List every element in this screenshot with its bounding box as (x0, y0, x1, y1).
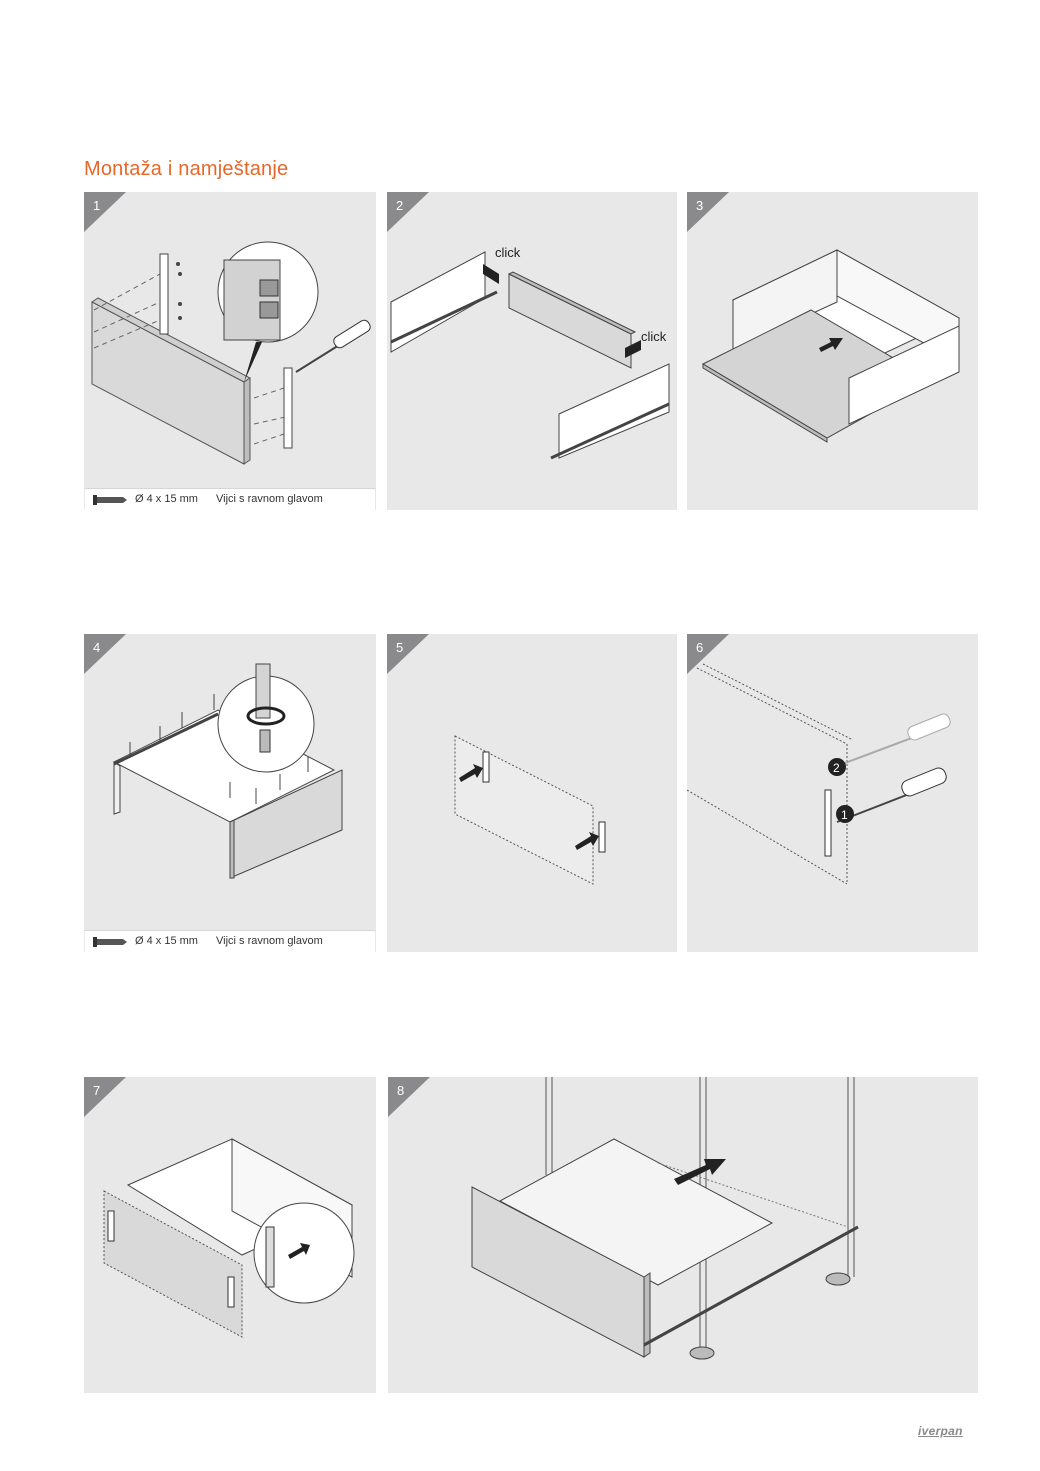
step-number: 1 (93, 198, 101, 213)
step-number-tab (687, 634, 729, 674)
screw-icon (93, 495, 127, 505)
step-4-panel: 4 Ø 4 x 15 mm Vijci s ravnom glavom (84, 634, 376, 952)
step-5-illustration (454, 735, 606, 885)
step-2-panel: click click 2 (387, 192, 677, 510)
screw-spec-row: Ø 4 x 15 mm Vijci s ravnom glavom (84, 930, 376, 952)
step-1-panel: 1 Ø 4 x 15 mm Vijci s ravnom glavom (84, 192, 376, 510)
step-7-illustration (103, 1138, 355, 1338)
step-3-illustration (701, 249, 961, 443)
step-7-panel: 7 (84, 1077, 376, 1393)
step-number: 4 (93, 640, 101, 655)
step-8-illustration (471, 1077, 859, 1360)
step-number-tab (387, 634, 429, 674)
screw-dimension: Ø 4 x 15 mm (135, 493, 198, 505)
step-number: 3 (696, 198, 704, 213)
step-1-illustration (91, 241, 371, 465)
step-number: 7 (93, 1083, 101, 1098)
step-number: 6 (696, 640, 704, 655)
callout-number: 1 (841, 808, 848, 822)
step-number: 8 (397, 1083, 405, 1098)
screw-icon (93, 937, 127, 947)
callout-number: 2 (833, 761, 840, 775)
step-number: 5 (396, 640, 404, 655)
click-label: click (495, 245, 521, 260)
step-number-tab (387, 192, 429, 232)
step-3-panel: 3 (687, 192, 978, 510)
step-8-panel: 8 (388, 1077, 978, 1393)
step-number-tab (84, 192, 126, 232)
click-label: click (641, 329, 667, 344)
step-number: 2 (396, 198, 404, 213)
step-2-illustration: click click (390, 245, 670, 460)
screw-spec-row: Ø 4 x 15 mm Vijci s ravnom glavom (84, 488, 376, 510)
step-number-tab (84, 634, 126, 674)
step-4-illustration (112, 663, 343, 879)
step-number-tab (84, 1077, 126, 1117)
brand-logo: iverpan (918, 1424, 963, 1438)
step-6-panel: 2 1 6 (687, 634, 978, 952)
step-number-tab (687, 192, 729, 232)
screw-description: Vijci s ravnom glavom (216, 493, 323, 505)
screw-dimension: Ø 4 x 15 mm (135, 935, 198, 947)
step-6-illustration: 2 1 (687, 663, 951, 885)
step-number-tab (388, 1077, 430, 1117)
step-5-panel: 5 (387, 634, 677, 952)
screw-description: Vijci s ravnom glavom (216, 935, 323, 947)
page-title: Montaža i namještanje (84, 158, 289, 180)
